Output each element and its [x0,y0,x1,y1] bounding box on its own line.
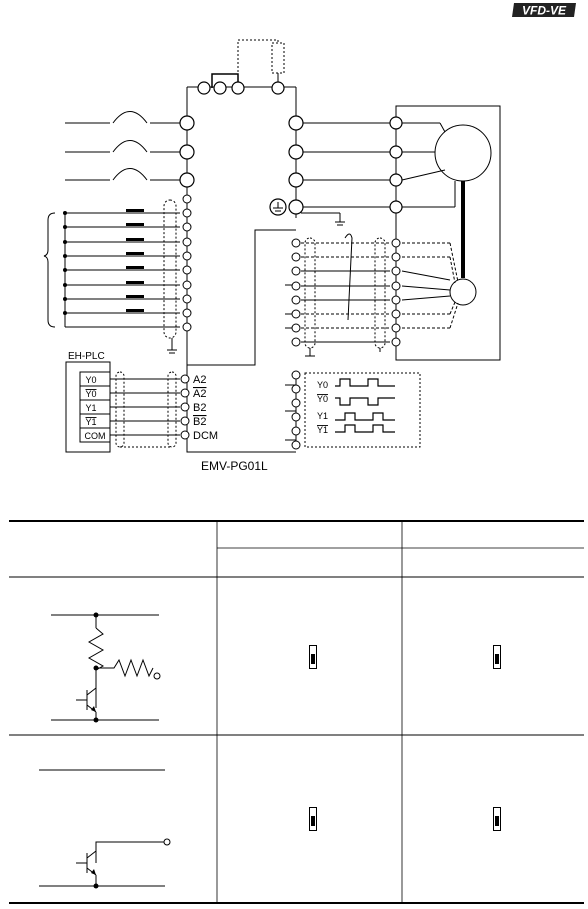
wiring-diagram: EH-PLC Y0 Y0 Y1 Y1 COM A2 A2 B2 B2 DCM E… [43,39,501,473]
card-name: EMV-PG01L [201,459,268,473]
dip-switch-row2-col1 [309,807,317,831]
card-terminal-a2-bar: A2 [193,388,206,400]
card-terminal-b2-bar: B2 [193,416,206,428]
logo-text: VFD-VE [522,4,567,18]
plc-label: EH-PLC [68,351,105,362]
dip-switch-row1-col2 [493,645,501,669]
card-terminal-dcm: DCM [193,430,218,442]
wave-label-y1: Y1 [317,411,328,421]
vfd-ve-logo: VFD-VE [512,2,578,18]
card-terminal-a2: A2 [193,374,206,386]
switch-setting-table [9,520,584,905]
wave-label-y0: Y0 [317,380,328,390]
dip-switch-row2-col2 [493,807,501,831]
plc-terminal-y1: Y1 [85,403,96,413]
wave-label-y0-bar: Y0 [317,394,328,404]
plc-terminal-y0-bar: Y0 [85,389,96,399]
wave-label-y1-bar: Y1 [317,425,328,435]
plc-terminal-y0: Y0 [85,375,96,385]
plc-terminal-y1-bar: Y1 [85,417,96,427]
plc-terminal-com: COM [85,431,106,441]
dip-switch-row1-col1 [309,645,317,669]
table-grid [9,520,584,904]
card-terminal-b2: B2 [193,402,206,414]
